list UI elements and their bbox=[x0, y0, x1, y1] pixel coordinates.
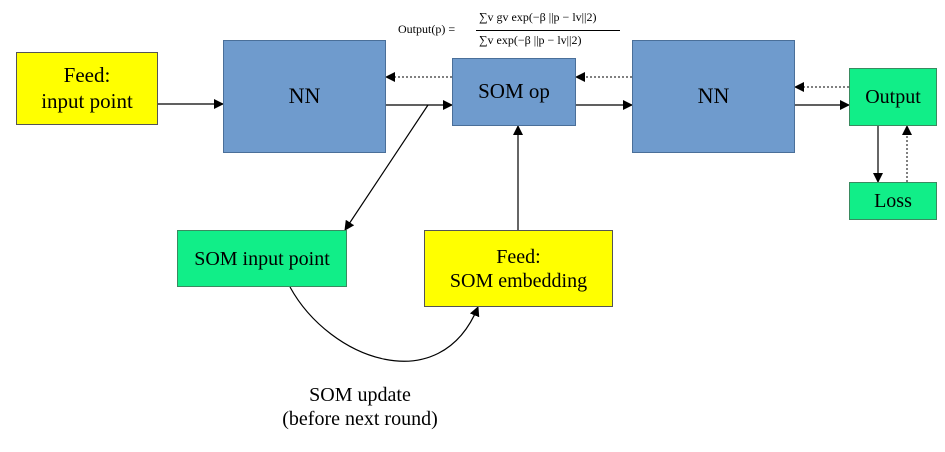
som-input-point-label: SOM input point bbox=[194, 247, 330, 270]
formula-denominator: ∑v exp(−β ||p − lv||2) bbox=[479, 33, 582, 47]
loss-box: Loss bbox=[849, 182, 937, 220]
som-op-box: SOM op bbox=[452, 58, 576, 126]
feed-som-embedding-box: Feed: SOM embedding bbox=[424, 230, 613, 307]
nn-left-box: NN bbox=[223, 40, 386, 153]
arrow-to-som-input-point bbox=[344, 104, 429, 231]
som-input-point-box: SOM input point bbox=[177, 230, 347, 287]
som-update-line-2: (before next round) bbox=[282, 408, 438, 430]
output-formula: Output(p) = ∑v gv exp(−β ||p − lv||2) ∑v… bbox=[396, 8, 626, 50]
nn-right-label: NN bbox=[697, 83, 730, 109]
feed-som-embedding-line-2: SOM embedding bbox=[449, 269, 588, 292]
feed-input-line-1: Feed: bbox=[63, 63, 111, 88]
som-update-annotation: SOM update (before next round) bbox=[255, 383, 465, 431]
som-update-line-1: SOM update bbox=[309, 384, 411, 406]
feed-input-point-box: Feed: input point bbox=[16, 52, 158, 125]
output-box: Output bbox=[849, 68, 937, 126]
feed-input-line-2: input point bbox=[41, 88, 133, 113]
nn-left-label: NN bbox=[288, 83, 321, 109]
feed-som-embedding-line-1: Feed: bbox=[496, 245, 541, 268]
formula-fraction-bar bbox=[476, 30, 620, 31]
formula-numerator: ∑v gv exp(−β ||p − lv||2) bbox=[479, 10, 597, 24]
som-update-curve bbox=[289, 286, 480, 362]
output-label: Output bbox=[865, 86, 921, 108]
nn-right-box: NN bbox=[632, 40, 795, 153]
formula-lhs: Output(p) = bbox=[398, 22, 456, 36]
som-op-label: SOM op bbox=[478, 79, 550, 104]
loss-label: Loss bbox=[874, 190, 912, 212]
